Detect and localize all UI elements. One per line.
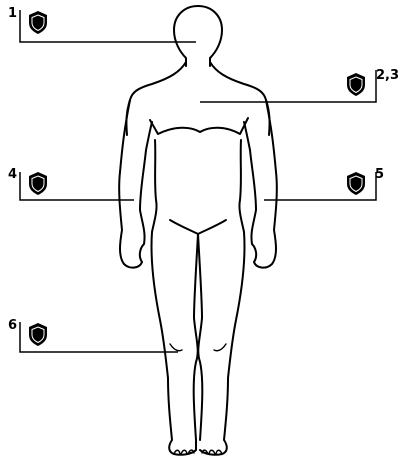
callout-label-5: 5: [375, 167, 384, 182]
shield-icon: [29, 11, 47, 34]
head-outline: [174, 6, 222, 66]
human-figure: [119, 6, 277, 455]
shield-icon: [347, 172, 365, 195]
shield-icon: [29, 323, 47, 346]
toes: [174, 450, 222, 454]
shield-icon: [29, 172, 47, 195]
leader-lines: [20, 10, 376, 352]
right-leg-outline: [151, 232, 198, 455]
shield-icon: [347, 73, 365, 96]
chest-detail: [150, 118, 248, 134]
callout-label-2-3: 2,3: [376, 68, 398, 83]
torso-outline: [126, 62, 269, 135]
hip-line: [170, 220, 226, 234]
callout-label-1: 1: [8, 6, 17, 21]
callout-labels: 1 2,3 4 5 6: [8, 6, 398, 333]
right-arm-outline: [119, 100, 152, 268]
callout-label-6: 6: [8, 318, 17, 333]
callout-label-4: 4: [8, 167, 17, 182]
shield-icons: [29, 11, 365, 346]
left-leg-outline: [198, 232, 245, 455]
torso-sides: [152, 140, 244, 232]
left-arm-outline: [244, 100, 277, 268]
